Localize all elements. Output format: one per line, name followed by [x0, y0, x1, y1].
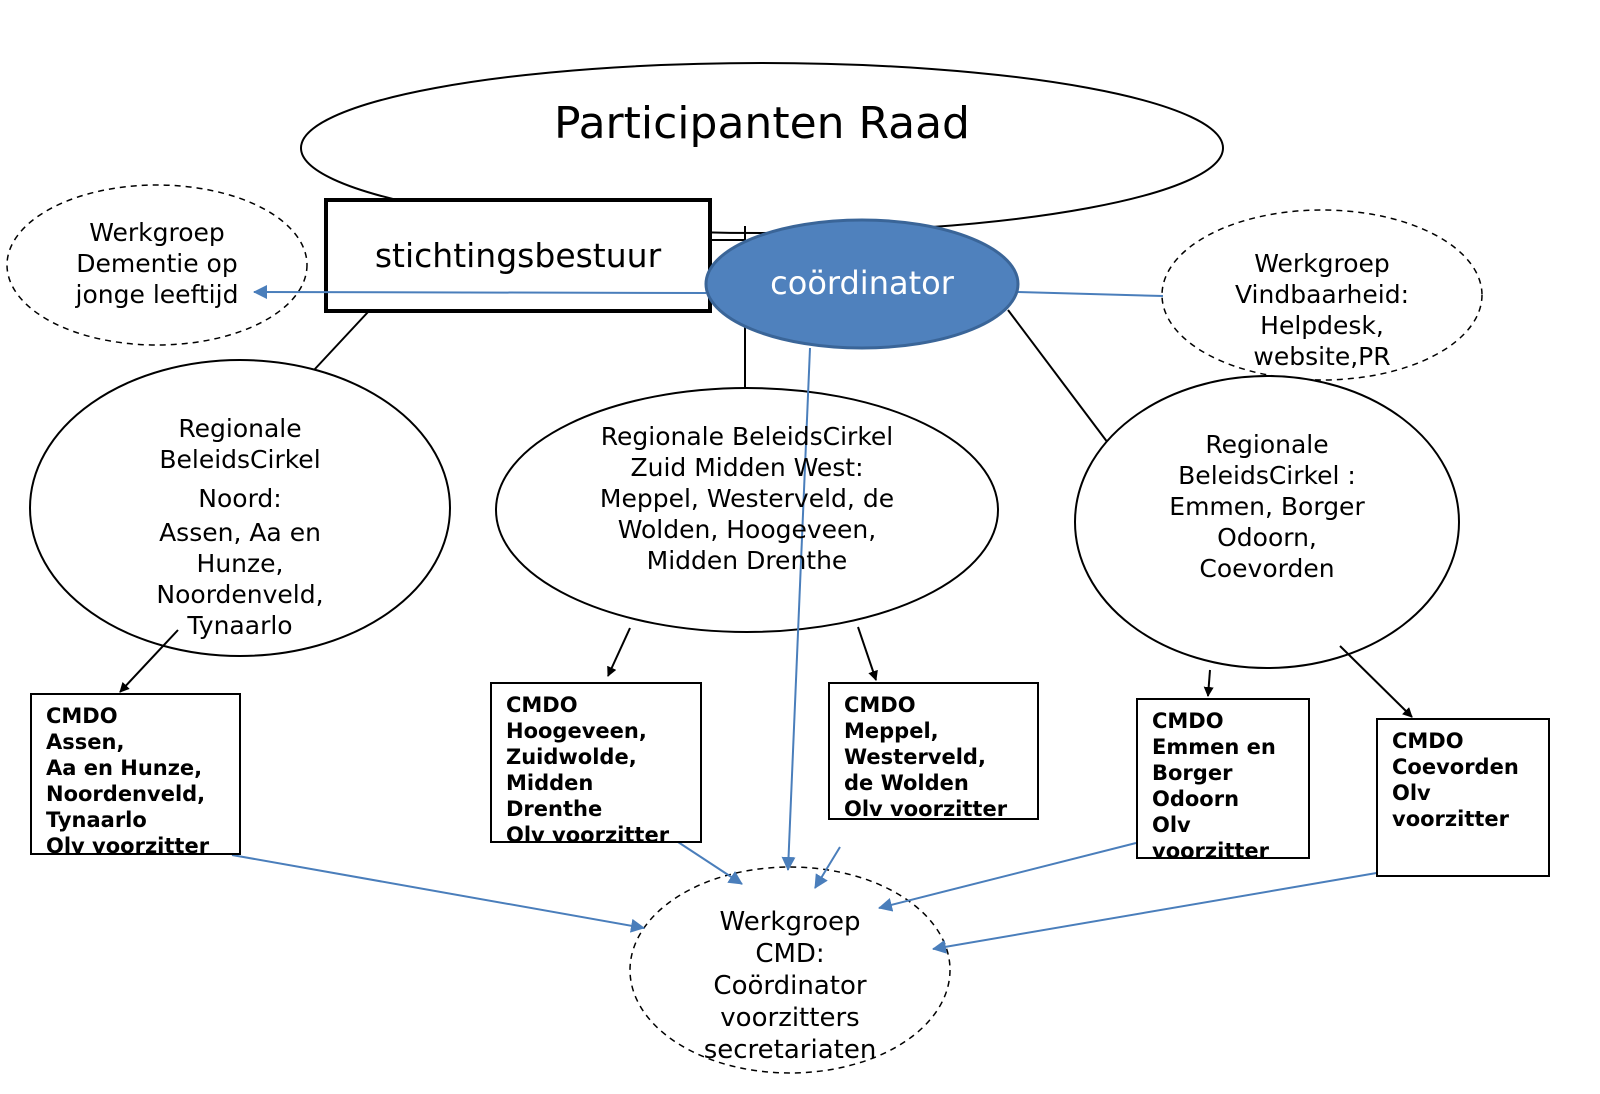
- cmdo-assen-line: Olv voorzitter: [46, 834, 210, 855]
- cmdo-hoogeveen-line: Midden: [506, 771, 594, 795]
- rbc-oost-label: Regionale BeleidsCirkel : Emmen, Borger …: [1117, 429, 1417, 584]
- blue-arrow-coevorden-cmd: [932, 869, 1395, 954]
- blue-arrow-coordinator-cmd: [781, 347, 811, 871]
- rbc-noord-line: Noordenveld,: [156, 580, 324, 609]
- werkgroep-vindbaarheid-line: Helpdesk,: [1260, 311, 1384, 340]
- blue-line-coordinator-vindbaarheid: [1017, 291, 1164, 297]
- blue-arrow-assen-cmd: [231, 854, 645, 933]
- werkgroep-cmd-line: CMD:: [755, 939, 825, 969]
- cmdo-assen-line: Noordenveld,: [46, 782, 206, 806]
- werkgroep-dementie-shape[interactable]: [6, 184, 308, 346]
- werkgroep-cmd-line: Werkgroep: [719, 907, 861, 937]
- cmdo-meppel-line: Meppel,: [844, 719, 939, 743]
- cmdo-meppel-line: Westerveld,: [844, 745, 986, 769]
- stichtingsbestuur-label: stichtingsbestuur: [374, 236, 662, 275]
- werkgroep-vindbaarheid-line: Vindbaarheid:: [1234, 280, 1410, 309]
- werkgroep-cmd-shape[interactable]: [629, 866, 951, 1074]
- rbc-oost-line: Coevorden: [1199, 554, 1335, 583]
- cmdo-coevorden-line: Olv: [1392, 781, 1431, 805]
- coordinator-label: coördinator: [770, 264, 954, 302]
- werkgroep-dementie-line: jonge leeftijd: [75, 280, 239, 309]
- connector-coordinator-oost: [1007, 309, 1109, 444]
- rbc-noord-shape[interactable]: [29, 359, 451, 657]
- cmdo-coevorden-box[interactable]: CMDO Coevorden Olv voorzitter: [1376, 718, 1550, 877]
- cmdo-coevorden-line: CMDO: [1392, 729, 1464, 753]
- arrow-oost-emmen: [1203, 669, 1214, 697]
- cmdo-assen-line: CMDO: [46, 704, 118, 728]
- cmdo-meppel-line: Olv voorzitter: [844, 797, 1008, 820]
- cmdo-hoogeveen-line: Olv voorzitter: [506, 823, 670, 843]
- cmdo-assen-line: Tynaarlo: [46, 808, 147, 832]
- rbc-oost-line: BeleidsCirkel :: [1178, 461, 1356, 490]
- participanten-raad-shape[interactable]: [300, 62, 1224, 234]
- arrow-oost-coevorden: [1339, 645, 1413, 718]
- rbc-zmw-label: Regionale BeleidsCirkel Zuid Midden West…: [547, 421, 947, 576]
- cmdo-coevorden-line: Coevorden: [1392, 755, 1519, 779]
- werkgroep-dementie-line: Werkgroep: [89, 218, 225, 247]
- cmdo-hoogeveen-line: Zuidwolde,: [506, 745, 637, 769]
- werkgroep-vindbaarheid-shape[interactable]: [1161, 209, 1483, 381]
- rbc-oost-line: Regionale: [1205, 430, 1329, 459]
- cmdo-assen-line: Assen,: [46, 730, 125, 754]
- werkgroep-dementie-label: Werkgroep Dementie op jonge leeftijd: [7, 217, 307, 310]
- blue-arrow-emmen-cmd: [878, 842, 1137, 912]
- cmdo-emmen-line: Emmen en: [1152, 735, 1276, 759]
- cmdo-hoogeveen-line: CMDO: [506, 693, 578, 717]
- connector-bestuur-noord: [313, 311, 369, 371]
- arrow-zmw-meppel: [857, 626, 878, 681]
- rbc-noord-line: BeleidsCirkel: [159, 445, 321, 474]
- blue-arrow-coordinator-dementie: [253, 285, 707, 300]
- blue-arrow-hoogeveen-cmd: [677, 841, 743, 885]
- rbc-zmw-line: Regionale BeleidsCirkel: [600, 422, 894, 451]
- werkgroep-cmd-line: voorzitters: [720, 1003, 860, 1033]
- rbc-zmw-line: Zuid Midden West:: [630, 453, 864, 482]
- coordinator-shape[interactable]: [704, 218, 1020, 350]
- werkgroep-cmd-line: secretariaten: [703, 1035, 877, 1065]
- cmdo-coevorden-line: voorzitter: [1392, 807, 1509, 831]
- rbc-zmw-line: Meppel, Westerveld, de: [599, 484, 895, 513]
- cmdo-assen-line: Aa en Hunze,: [46, 756, 203, 780]
- cmdo-emmen-box[interactable]: CMDO Emmen en Borger Odoorn Olv voorzitt…: [1136, 698, 1310, 859]
- rbc-oost-line: Emmen, Borger: [1169, 492, 1365, 521]
- cmdo-hoogeveen-line: Hoogeveen,: [506, 719, 647, 743]
- cmdo-hoogeveen-line: Drenthe: [506, 797, 603, 821]
- cmdo-meppel-box[interactable]: CMDO Meppel, Westerveld, de Wolden Olv v…: [828, 682, 1039, 820]
- cmdo-meppel-line: CMDO: [844, 693, 916, 717]
- cmdo-assen-box[interactable]: CMDO Assen, Aa en Hunze, Noordenveld, Ty…: [30, 693, 241, 855]
- rbc-noord-line: Hunze,: [196, 549, 284, 578]
- werkgroep-dementie-line: Dementie op: [76, 249, 238, 278]
- cmdo-emmen-line: CMDO: [1152, 709, 1224, 733]
- rbc-oost-shape[interactable]: [1074, 375, 1460, 669]
- cmdo-emmen-line: Olv: [1152, 813, 1191, 837]
- rbc-oost-line: Odoorn,: [1217, 523, 1317, 552]
- rbc-noord-line: Tynaarlo: [187, 611, 293, 640]
- cmdo-emmen-line: voorzitter: [1152, 839, 1269, 859]
- arrow-zmw-hoogeveen: [607, 627, 631, 677]
- cmdo-meppel-line: de Wolden: [844, 771, 969, 795]
- rbc-zmw-shape[interactable]: [495, 387, 999, 633]
- participanten-raad-label: Participanten Raad: [554, 98, 970, 149]
- cmdo-emmen-line: Borger: [1152, 761, 1233, 785]
- cmdo-hoogeveen-box[interactable]: CMDO Hoogeveen, Zuidwolde, Midden Drenth…: [490, 682, 702, 843]
- werkgroep-vindbaarheid-label: Werkgroep Vindbaarheid: Helpdesk, websit…: [1162, 248, 1482, 372]
- rbc-zmw-line: Midden Drenthe: [646, 546, 848, 575]
- arrow-noord-assen: [119, 629, 179, 693]
- werkgroep-cmd-line: Coördinator: [713, 971, 867, 1001]
- blue-arrow-short: [814, 846, 841, 889]
- werkgroep-vindbaarheid-line: website,PR: [1253, 342, 1391, 371]
- rbc-noord-line: Noord:: [198, 484, 282, 513]
- werkgroep-vindbaarheid-line: Werkgroep: [1254, 249, 1390, 278]
- cmdo-emmen-line: Odoorn: [1152, 787, 1240, 811]
- rbc-zmw-line: Wolden, Hoogeveen,: [617, 515, 877, 544]
- werkgroep-cmd-label: Werkgroep CMD: Coördinator voorzitters s…: [640, 906, 940, 1066]
- rbc-noord-line: Regionale: [178, 414, 302, 443]
- rbc-noord-line: Assen, Aa en: [159, 518, 321, 547]
- rbc-noord-label: Regionale BeleidsCirkel Noord: Assen, Aa…: [40, 413, 440, 641]
